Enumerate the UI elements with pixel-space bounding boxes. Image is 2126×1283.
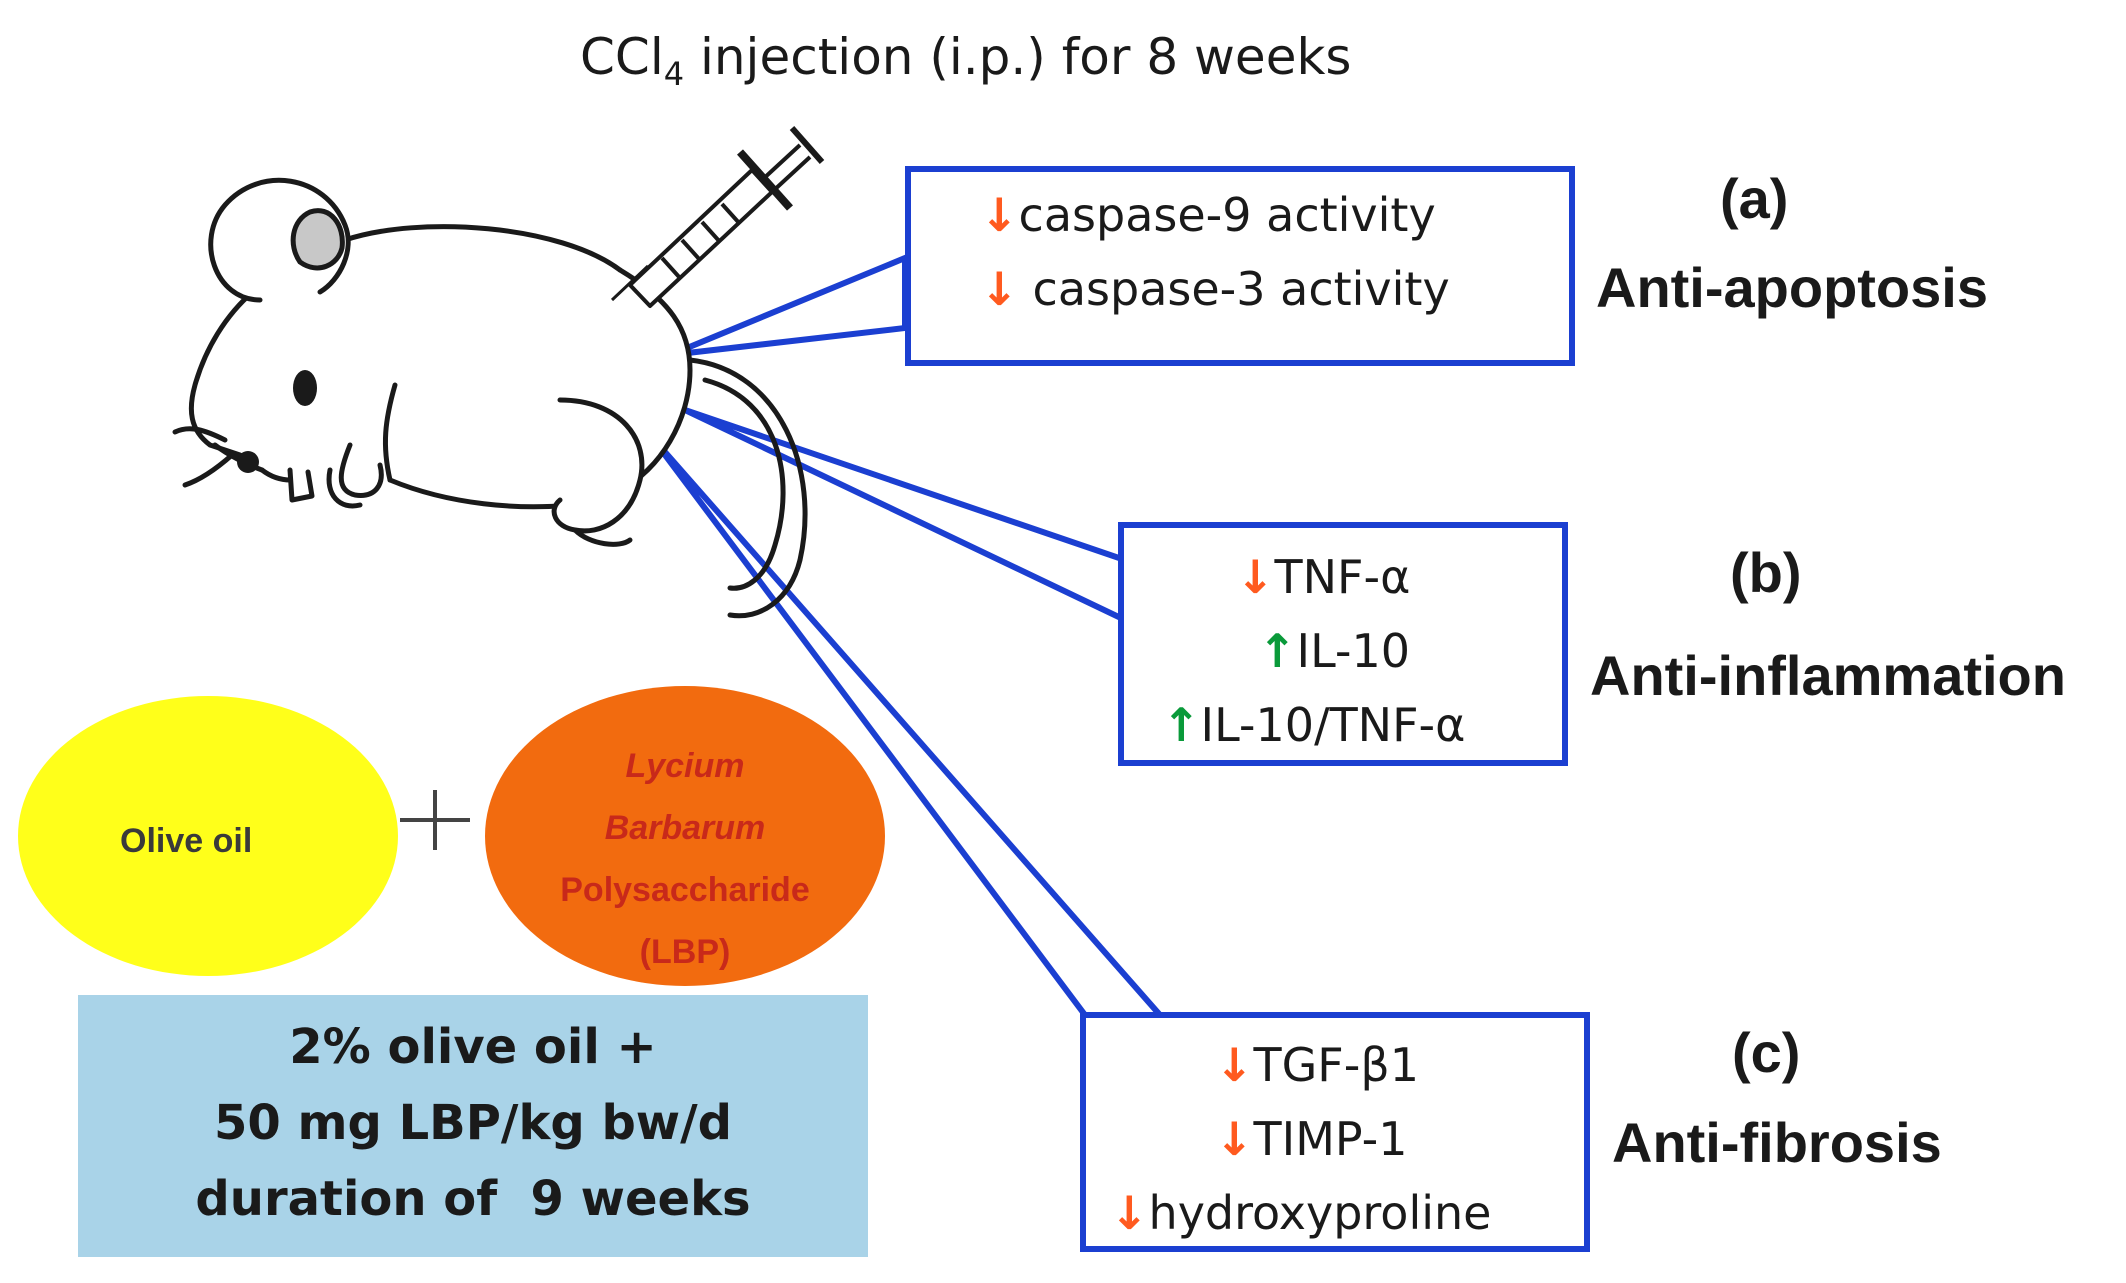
effect-text: TIMP-1 [1253,1112,1408,1166]
lbp-line-3: Polysaccharide [560,871,810,909]
effect-box-b [1118,522,1568,766]
mouse-illustration [172,177,808,619]
lbp-ellipse [485,686,885,986]
down-arrow-icon: ↓ [1110,1186,1149,1240]
connector-b [683,407,1128,625]
effect-row: ↓hydroxyproline [1110,1186,1491,1240]
up-arrow-icon: ↑ [1258,624,1297,678]
effect-text: caspase-3 activity [1032,262,1450,316]
title-subscript: 4 [663,55,685,93]
panel-letter-c: (c) [1732,1021,1801,1084]
effect-row: ↓TIMP-1 [1215,1112,1408,1166]
effect-row: ↓TGF-β1 [1215,1038,1419,1092]
olive-oil-ellipse [18,696,398,976]
treatment-line-2: 50 mg LBP/kg bw/d [213,1095,733,1151]
effect-text: hydroxyproline [1148,1186,1492,1240]
lbp-line-2: Barbarum [604,809,766,847]
panel-category-a: Anti-apoptosis [1596,256,1988,319]
diagram-title: CCl4 injection (i.p.) for 8 weeks [580,28,1351,93]
lbp-line-4: (LBP) [639,933,731,971]
effect-text: caspase-9 activity [1018,188,1436,242]
effect-text: TGF-β1 [1253,1038,1419,1092]
down-arrow-icon: ↓ [1236,550,1275,604]
treatment-line-1: 2% olive oil + [289,1019,657,1075]
effect-text: TNF-α [1274,550,1411,604]
olive-oil-label: Olive oil [120,822,253,860]
up-arrow-icon: ↑ [1162,698,1201,752]
down-arrow-icon: ↓ [1215,1112,1254,1166]
lbp-line-1: Lycium [625,747,745,785]
lbp-label: Lycium Barbarum Polysaccharide (LBP) [535,735,835,983]
panel-letter-a: (a) [1720,167,1789,230]
title-suffix: injection (i.p.) for 8 weeks [684,28,1352,86]
effect-text: IL-10/TNF-α [1200,698,1466,752]
effect-row: ↑IL-10/TNF-α [1162,698,1465,752]
down-arrow-icon: ↓ [980,188,1019,242]
effect-row: ↓TNF-α [1236,550,1410,604]
panel-category-b: Anti-inflammation [1590,644,2066,707]
connector-a [668,253,908,358]
down-arrow-icon: ↓ [1215,1038,1254,1092]
panel-letter-b: (b) [1730,541,1802,604]
effect-box-c [1080,1012,1590,1252]
down-arrow-icon: ↓ [980,262,1019,316]
effect-row: ↓caspase-9 activity [980,188,1436,242]
treatment-box: 2% olive oil + 50 mg LBP/kg bw/d duratio… [78,995,868,1257]
effect-box-a [905,166,1575,366]
title-prefix: CCl [580,28,664,86]
panel-category-c: Anti-fibrosis [1612,1111,1942,1174]
effect-row: ↑IL-10 [1258,624,1410,678]
plus-icon [400,790,470,850]
treatment-line-3: duration of 9 weeks [195,1171,751,1227]
effect-text: IL-10 [1296,624,1411,678]
syringe-icon [610,126,825,308]
effect-row: ↓caspase-3 activity [980,262,1450,316]
